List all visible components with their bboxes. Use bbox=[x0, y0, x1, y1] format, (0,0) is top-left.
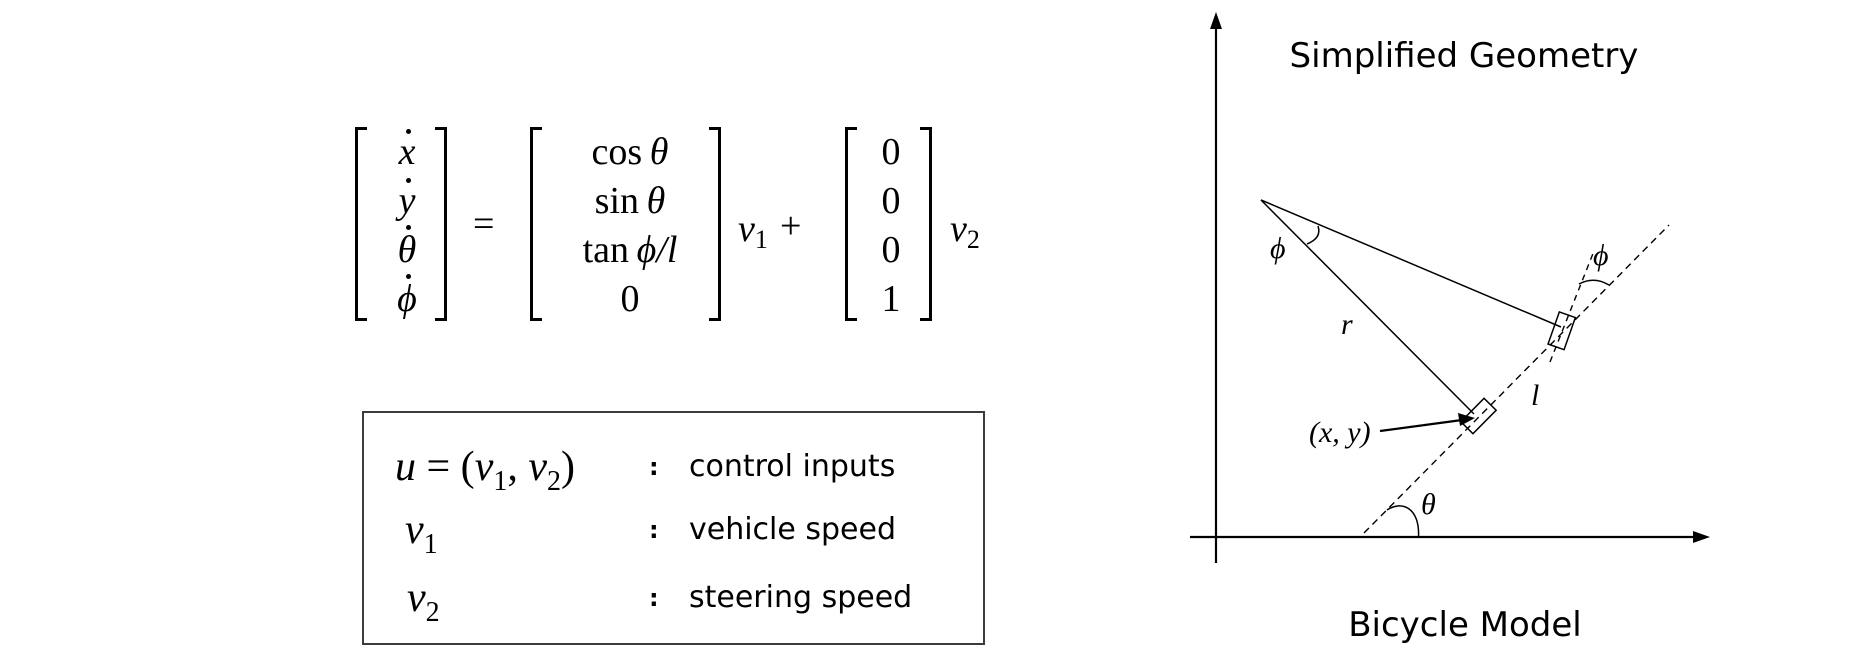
derivative-dot-icon bbox=[406, 178, 411, 183]
kinematic-equation: x y θ ϕ = cos θ sin θ tan ϕ/l bbox=[340, 115, 1020, 335]
x-axis-arrow-icon bbox=[1693, 531, 1710, 543]
term2-right-bracket bbox=[920, 127, 932, 321]
definition-symbol: v1 bbox=[405, 507, 438, 560]
position-arrow-icon bbox=[1458, 413, 1475, 426]
definition-label: vehicle speed bbox=[689, 512, 897, 547]
term2-row: 0 bbox=[881, 229, 901, 271]
front-wheel bbox=[1547, 310, 1577, 351]
derivative-dot-icon bbox=[405, 225, 411, 230]
term1-row-zero: 0 bbox=[620, 278, 640, 320]
term2-row: 1 bbox=[881, 278, 901, 320]
definition-symbol: u = (v1, v2) bbox=[395, 444, 575, 497]
term1-row-sin: sin θ bbox=[594, 180, 666, 222]
term2-row: 0 bbox=[881, 131, 901, 173]
vehicle-axis-dashed-line bbox=[1363, 224, 1670, 534]
term2-row: 0 bbox=[881, 180, 901, 222]
radius-label: r bbox=[1341, 308, 1353, 341]
radius-line bbox=[1260, 199, 1475, 415]
diagram-title-simplified-geometry: Simplified Geometry bbox=[1290, 36, 1639, 76]
definition-colon: : bbox=[649, 584, 659, 612]
definitions-box: u = (v1, v2) : control inputs v1 : vehic… bbox=[362, 411, 985, 645]
definition-label: steering speed bbox=[689, 580, 913, 615]
derivative-dot-icon bbox=[405, 274, 411, 279]
icr-angle-arc bbox=[1306, 225, 1320, 245]
steering-angle-arc bbox=[1578, 279, 1610, 286]
term1-vector: cos θ sin θ tan ϕ/l 0 bbox=[542, 127, 718, 321]
lhs-row-y-dot: y bbox=[398, 178, 416, 222]
heading-angle-arc bbox=[1386, 505, 1420, 538]
x-axis bbox=[1190, 531, 1710, 543]
definition-label: control inputs bbox=[689, 449, 896, 484]
lhs-row-x-dot: x bbox=[398, 129, 416, 173]
definition-row-steering-speed: v2 : steering speed bbox=[364, 573, 983, 628]
term1-row-tan: tan ϕ/l bbox=[582, 229, 678, 271]
term1-row-cos: cos θ bbox=[591, 131, 669, 173]
lhs-row-theta-dot: θ bbox=[367, 225, 447, 269]
diagram-title-bicycle-model: Bicycle Model bbox=[1348, 605, 1582, 645]
definition-colon: : bbox=[649, 516, 659, 544]
definition-row-vehicle-speed: v1 : vehicle speed bbox=[364, 505, 983, 560]
definition-row-control-inputs: u = (v1, v2) : control inputs bbox=[364, 442, 983, 497]
derivative-dot-icon bbox=[406, 129, 411, 134]
icr-angle-label: ϕ bbox=[1270, 232, 1286, 265]
term1-left-bracket bbox=[530, 127, 542, 321]
wheelbase-label: l bbox=[1531, 379, 1539, 412]
position-pointer-line bbox=[1379, 418, 1463, 433]
definition-symbol: v2 bbox=[407, 575, 440, 628]
steering-direction-dashed-line bbox=[1549, 250, 1595, 363]
definition-colon: : bbox=[649, 453, 659, 481]
rear-wheel bbox=[1459, 397, 1498, 435]
position-label: (x, y) bbox=[1309, 416, 1371, 449]
term2-left-bracket bbox=[845, 127, 857, 321]
lhs-right-bracket bbox=[435, 127, 447, 321]
plus-sign: + bbox=[780, 205, 802, 247]
heading-angle-label: θ bbox=[1421, 488, 1436, 521]
lhs-left-bracket bbox=[355, 127, 367, 321]
equals-sign: = bbox=[473, 203, 495, 245]
steering-angle-label: ϕ bbox=[1593, 239, 1609, 272]
lhs-row-phi-dot: ϕ bbox=[367, 274, 447, 318]
term1-multiplier: v1 bbox=[738, 208, 768, 254]
term1-right-bracket bbox=[709, 127, 721, 321]
term2-vector: 0 0 0 1 bbox=[857, 127, 925, 321]
icr-front-wheel-line bbox=[1260, 199, 1562, 328]
lhs-vector: x y θ ϕ bbox=[367, 127, 447, 321]
y-axis-arrow-icon bbox=[1210, 12, 1222, 29]
y-axis bbox=[1210, 12, 1222, 563]
term2-multiplier: v2 bbox=[950, 208, 980, 254]
